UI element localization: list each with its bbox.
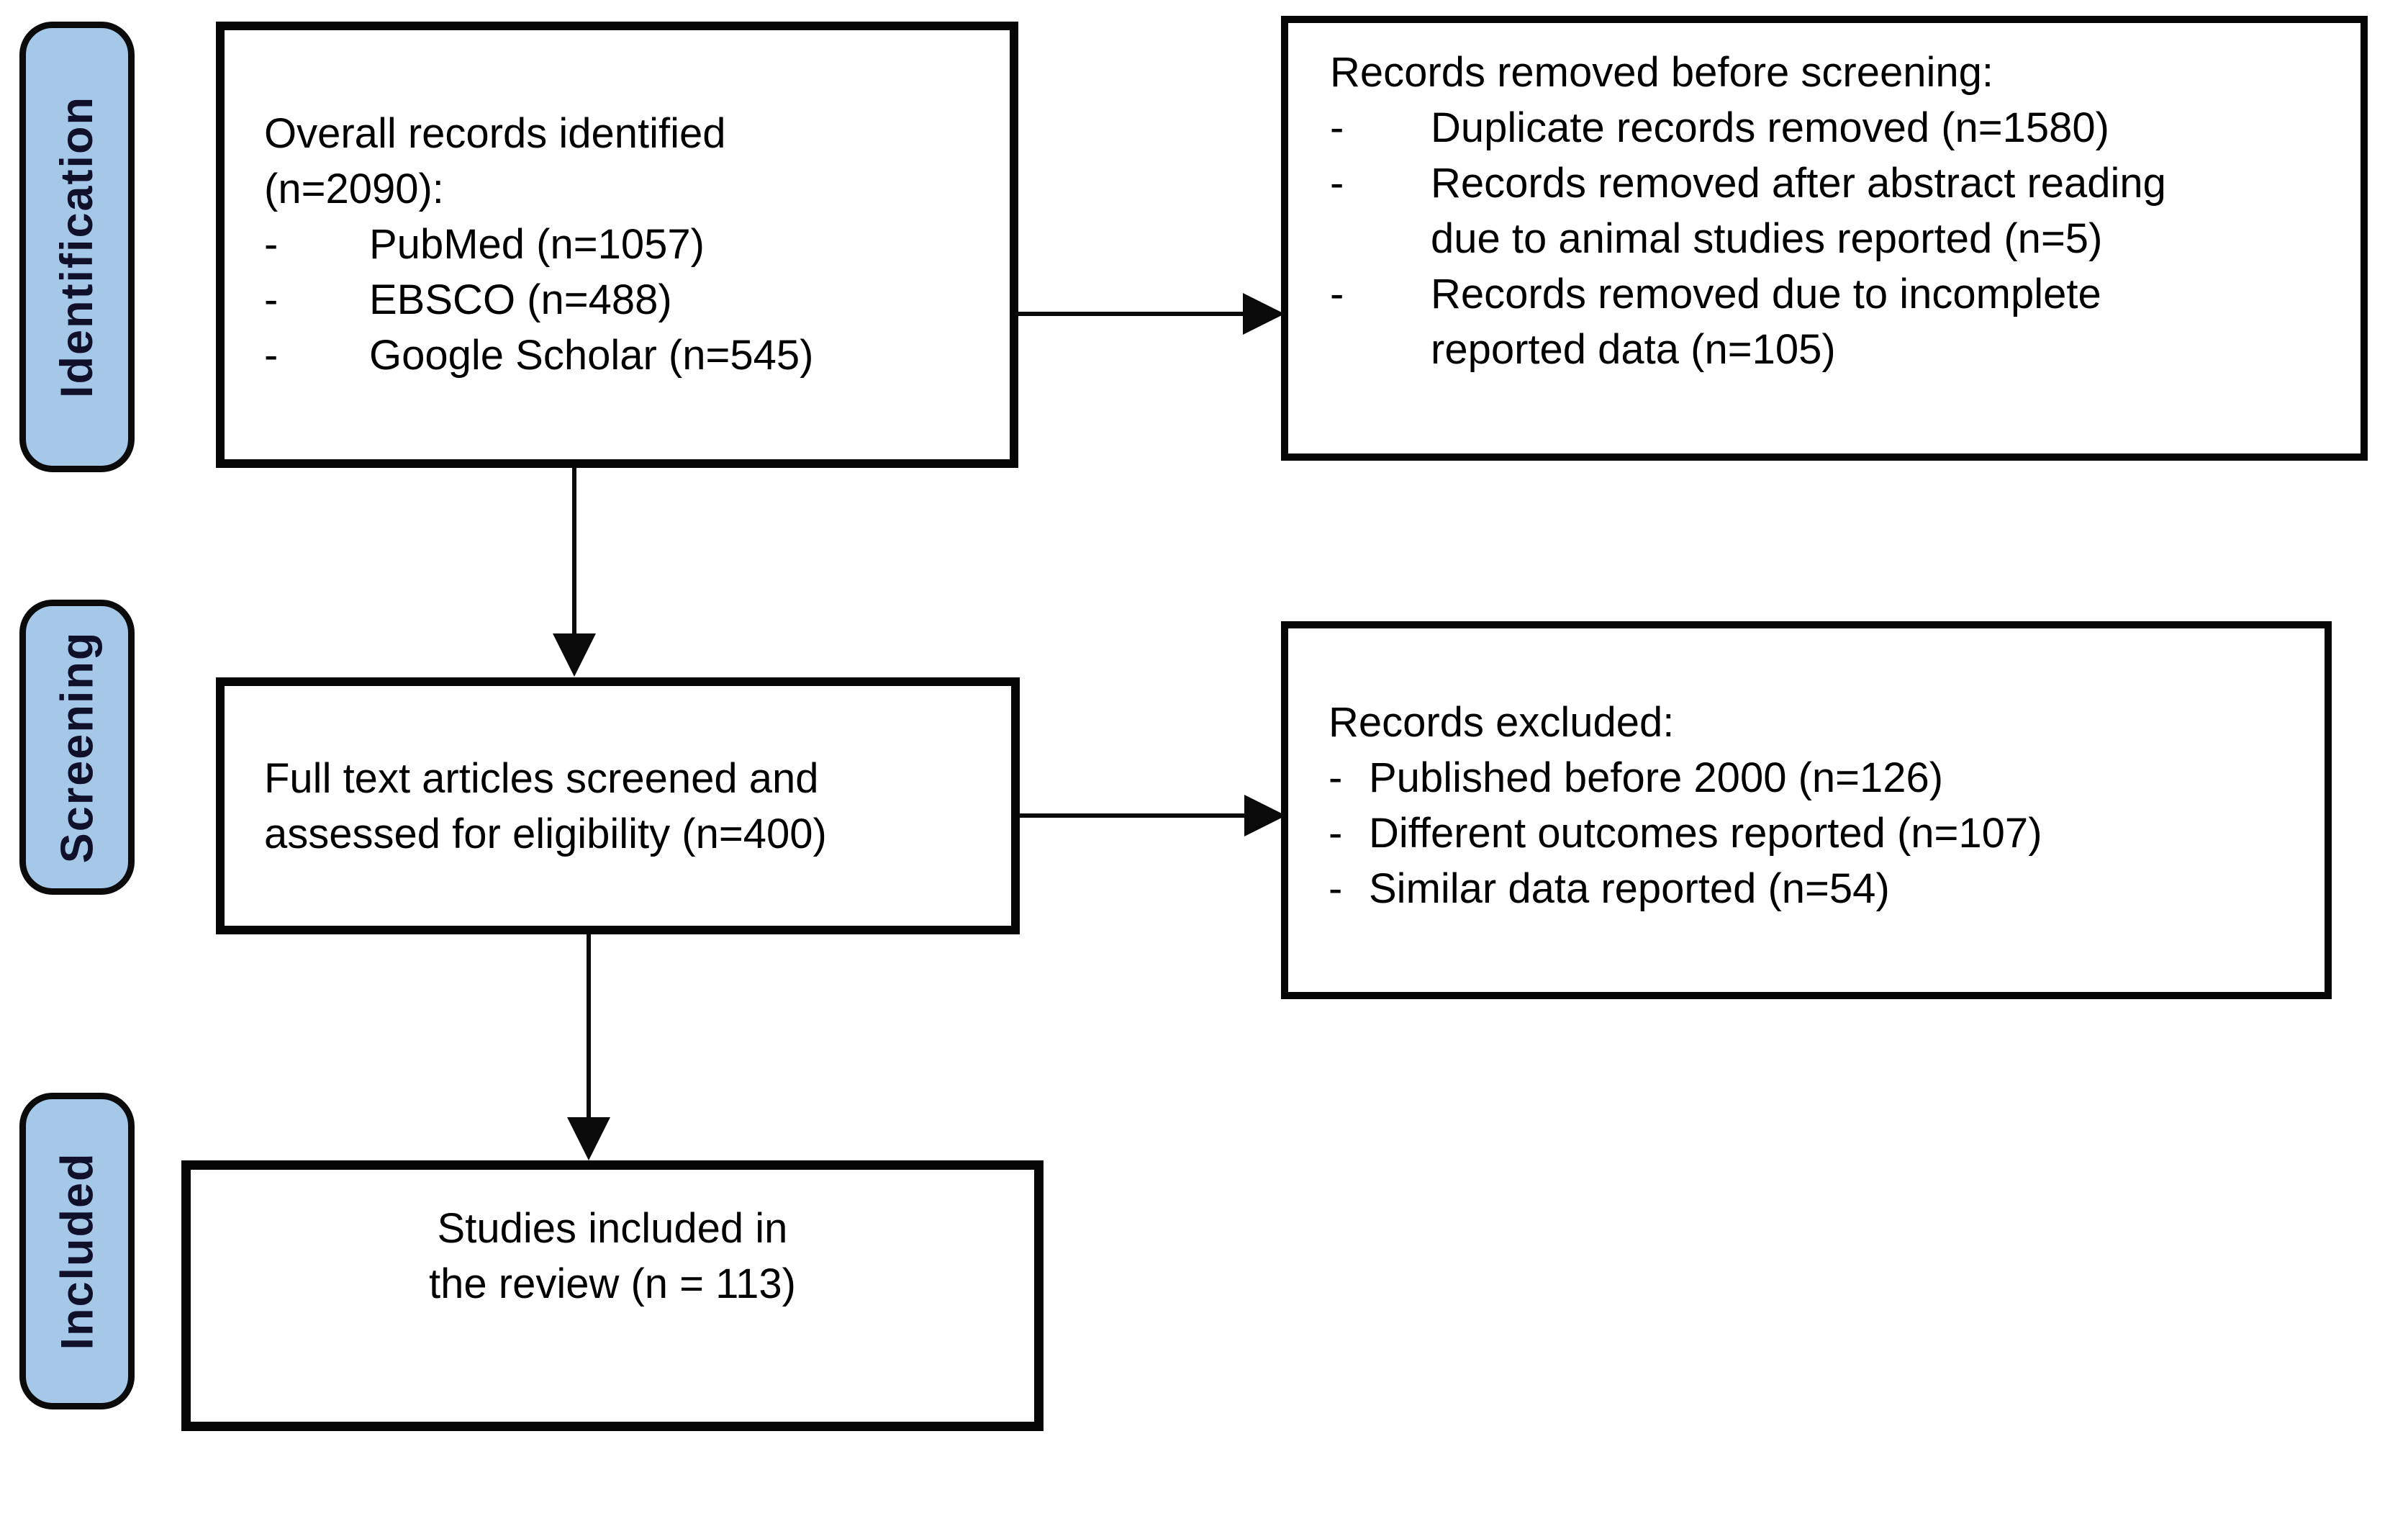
list-item: - PubMed (n=1057)	[264, 217, 988, 272]
stage-tab-screening-label: Screening	[52, 631, 103, 864]
bullet-dash: -	[1329, 754, 1343, 801]
list-item-text: PubMed (n=1057)	[369, 221, 705, 268]
list-item: - Duplicate records removed (n=1580)	[1330, 100, 2339, 155]
list-item-text: Similar data reported (n=54)	[1369, 865, 1890, 912]
bullet-dash: -	[1330, 271, 1344, 317]
studies-included-box: Studies included in the review (n = 113)	[181, 1160, 1044, 1431]
list-item: - Different outcomes reported (n=107)	[1329, 806, 2303, 861]
stage-tab-identification: Identification	[19, 22, 135, 472]
bullet-dash: -	[1329, 810, 1343, 857]
arrow-line	[572, 468, 576, 636]
list-item-text: Records removed after abstract reading d…	[1431, 160, 2166, 262]
list-item-text: EBSCO (n=488)	[369, 276, 672, 323]
studies-included-text: Studies included in the review (n = 113)	[429, 1205, 796, 1307]
arrow-right-icon	[1244, 795, 1286, 836]
bullet-dash: -	[1330, 160, 1344, 207]
list-item-text: Published before 2000 (n=126)	[1369, 754, 1944, 801]
stage-tab-identification-label: Identification	[52, 96, 102, 398]
list-item: - Records removed due to incomplete repo…	[1330, 266, 2339, 377]
arrow-line	[1020, 813, 1244, 818]
records-identified-intro: Overall records identified (n=2090):	[264, 110, 726, 212]
stage-tab-included-label: Included	[52, 1152, 103, 1350]
list-item-text: Different outcomes reported (n=107)	[1369, 810, 2042, 857]
arrow-right-icon	[1243, 293, 1285, 335]
list-item: - Google Scholar (n=545)	[264, 328, 988, 383]
list-item-text: Duplicate records removed (n=1580)	[1431, 104, 2109, 151]
records-identified-box: Overall records identified (n=2090): - P…	[216, 22, 1018, 468]
stage-tab-screening: Screening	[19, 600, 135, 895]
bullet-dash: -	[264, 221, 279, 268]
list-item: - EBSCO (n=488)	[264, 272, 988, 328]
full-text-screened-box: Full text articles screened and assessed…	[216, 677, 1020, 934]
arrow-line	[1018, 312, 1243, 316]
records-excluded-box: Records excluded: - Published before 200…	[1281, 621, 2332, 999]
full-text-screened-text: Full text articles screened and assessed…	[264, 754, 827, 857]
bullet-dash: -	[264, 276, 279, 323]
arrow-down-icon	[553, 633, 596, 677]
records-excluded-title: Records excluded:	[1329, 699, 1675, 746]
bullet-dash: -	[1330, 104, 1344, 151]
list-item-text: Google Scholar (n=545)	[369, 332, 814, 379]
bullet-dash: -	[1329, 865, 1343, 912]
list-item: - Published before 2000 (n=126)	[1329, 750, 2303, 806]
list-item: - Records removed after abstract reading…	[1330, 155, 2339, 266]
records-removed-title: Records removed before screening:	[1330, 49, 1994, 96]
list-item: - Similar data reported (n=54)	[1329, 861, 2303, 916]
list-item-text: Records removed due to incomplete report…	[1431, 271, 2101, 373]
arrow-down-icon	[567, 1117, 610, 1160]
arrow-line	[587, 934, 591, 1119]
records-removed-box: Records removed before screening: - Dupl…	[1281, 16, 2368, 461]
stage-tab-included: Included	[19, 1093, 135, 1409]
bullet-dash: -	[264, 332, 279, 379]
